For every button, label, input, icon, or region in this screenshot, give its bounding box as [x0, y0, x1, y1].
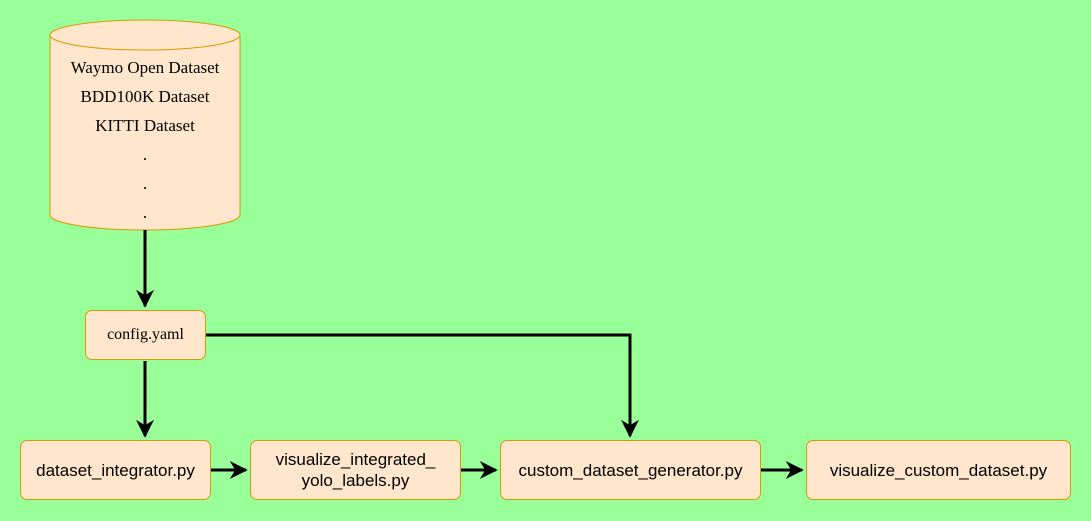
visualize-integrated-yolo-labels-node: visualize_integrated_ yolo_labels.py — [250, 440, 461, 500]
visualize-custom-dataset-label: visualize_custom_dataset.py — [829, 460, 1048, 480]
custom-dataset-generator-label: custom_dataset_generator.py — [518, 460, 743, 480]
database-line-ellipsis-1: . — [142, 145, 148, 164]
config-yaml-node: config.yaml — [85, 310, 206, 360]
dataset-integrator-node: dataset_integrator.py — [20, 440, 211, 500]
config-yaml-label: config.yaml — [107, 326, 184, 343]
dataset-database-cylinder — [49, 19, 241, 231]
database-line-kitti: KITTI Dataset — [95, 116, 195, 135]
database-line-ellipsis-3: . — [142, 203, 148, 222]
database-line-ellipsis-2: . — [142, 174, 148, 193]
dataset-integrator-label: dataset_integrator.py — [36, 460, 195, 480]
visualize-integrated-label-line2: yolo_labels.py — [301, 471, 410, 490]
database-label: Waymo Open Dataset BDD100K Dataset KITTI… — [50, 53, 240, 227]
database-line-waymo: Waymo Open Dataset — [70, 58, 220, 77]
visualize-custom-dataset-node: visualize_custom_dataset.py — [806, 440, 1071, 500]
visualize-integrated-label-line1: visualize_integrated_ — [275, 450, 436, 469]
edge-config-to-generator — [206, 333, 639, 438]
custom-dataset-generator-node: custom_dataset_generator.py — [500, 440, 761, 500]
database-line-bdd100k: BDD100K Dataset — [80, 87, 210, 106]
